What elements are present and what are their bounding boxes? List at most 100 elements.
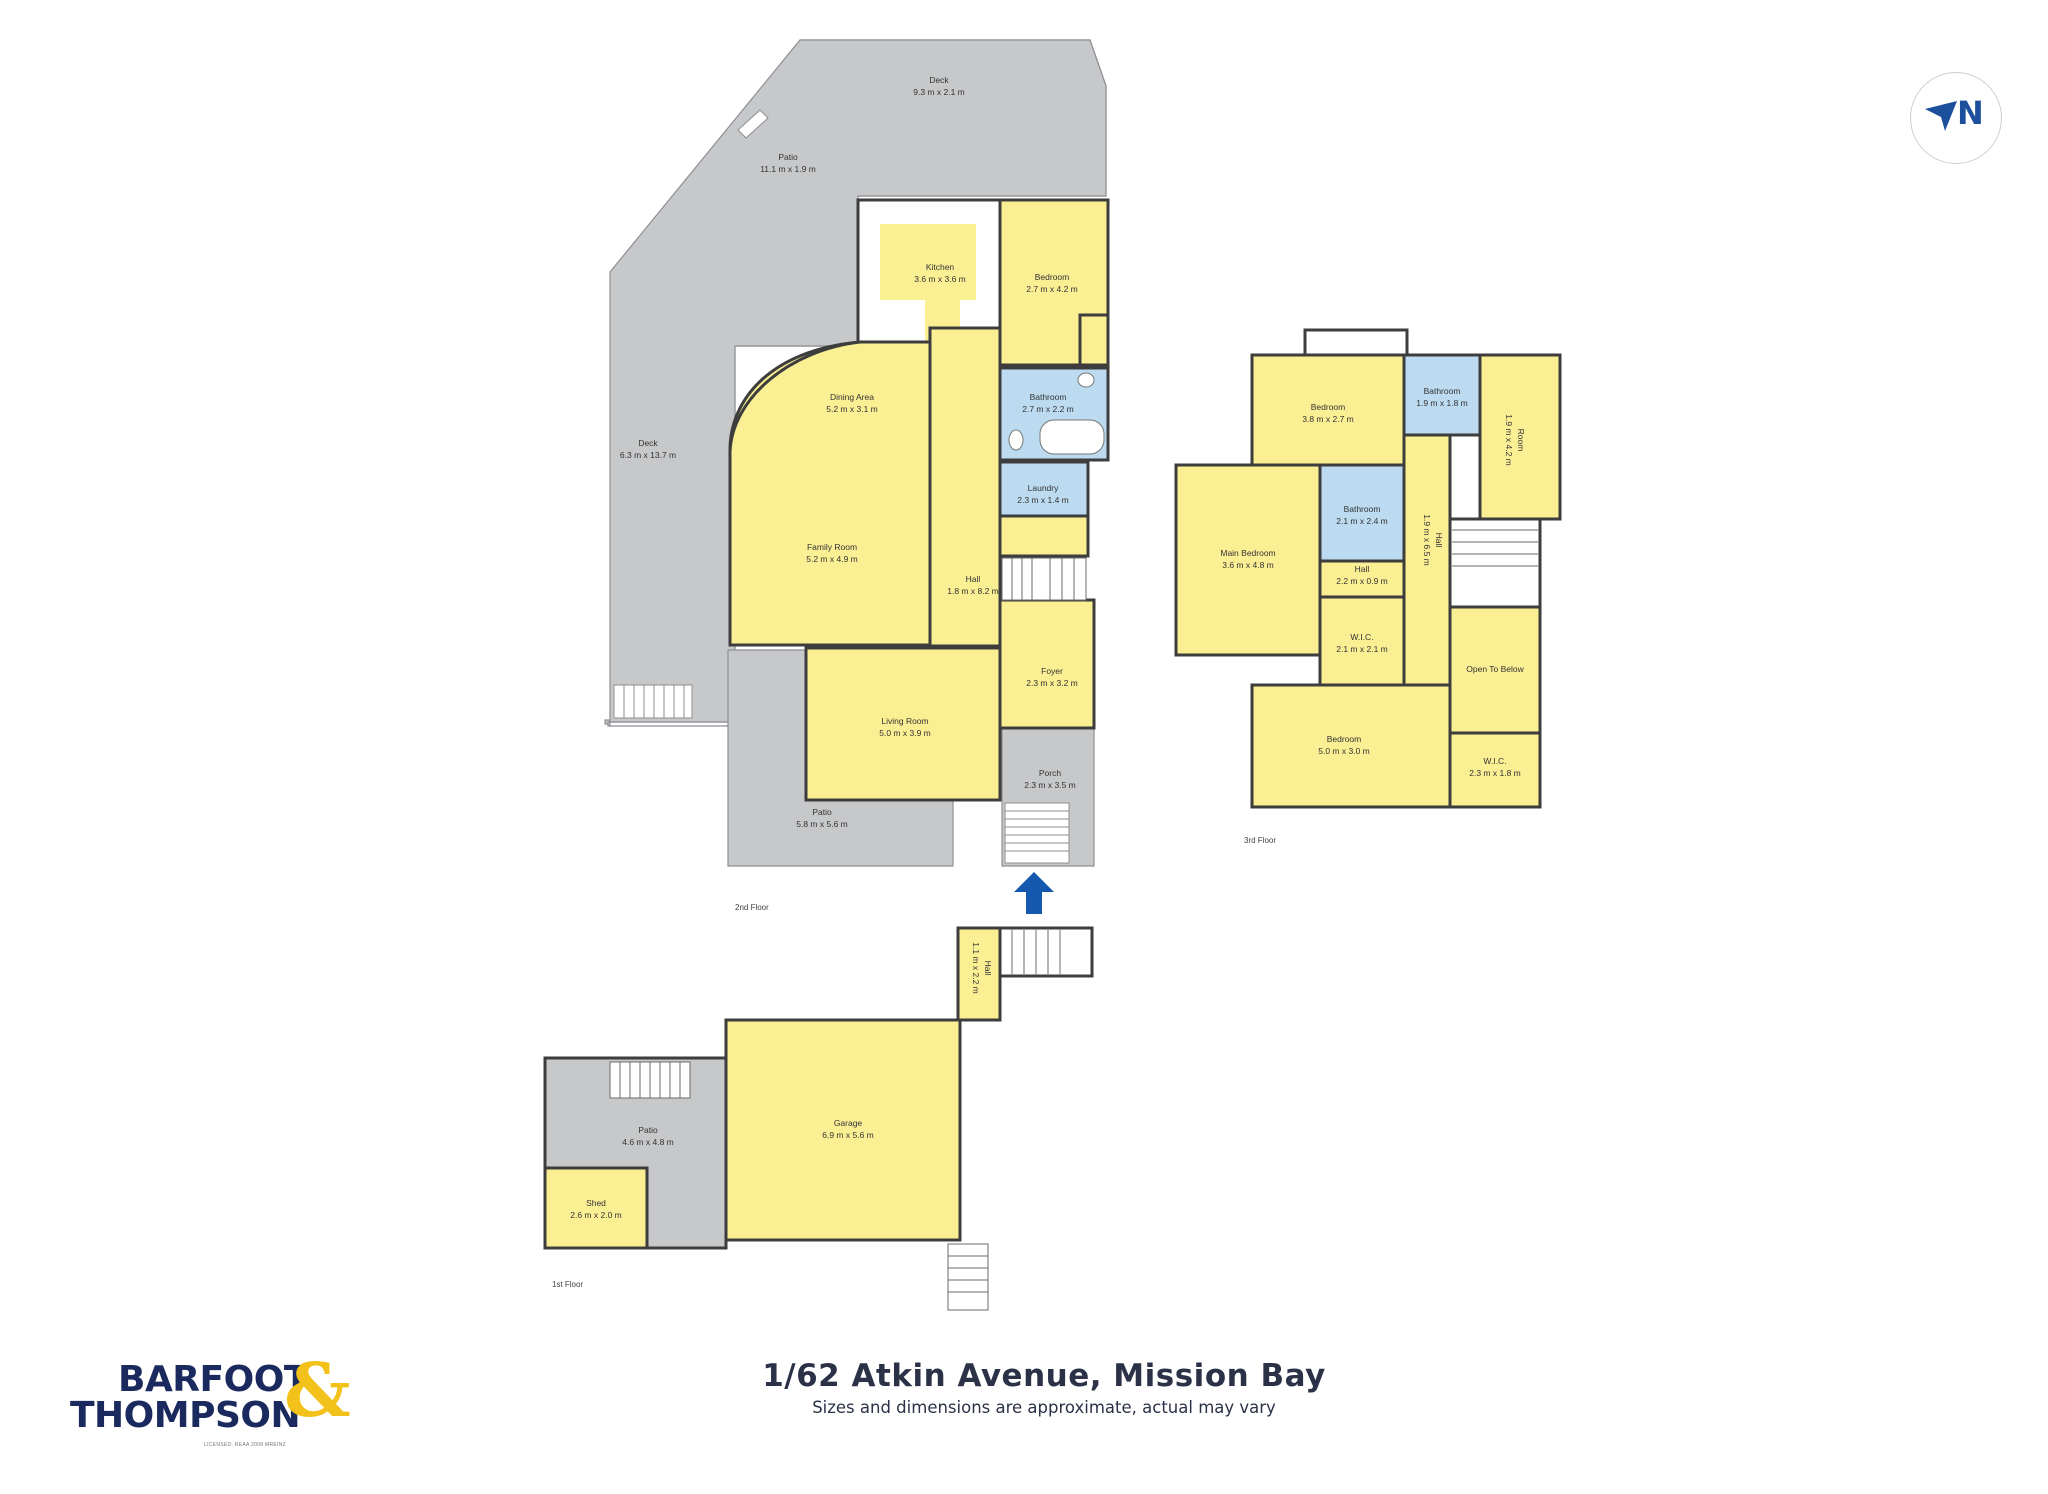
dining-size: 5.2 m x 3.1 m (826, 404, 878, 414)
stairs-1f-box (998, 926, 1094, 978)
family-name: Family Room (807, 542, 857, 552)
bedroom-closet (1078, 313, 1110, 367)
bathroom-3f-b-size: 2.1 m x 2.4 m (1336, 516, 1388, 526)
logo-ampersand: & (284, 1348, 351, 1434)
bedroom-3f-a-name: Bedroom (1311, 402, 1346, 412)
deck-left-name: Deck (638, 438, 658, 448)
patio-top-size: 11.1 m x 1.9 m (760, 164, 816, 174)
stair-well (1448, 517, 1542, 609)
second-floor-labels: Deck 9.3 m x 2.1 m Patio 11.1 m x 1.9 m … (620, 75, 1078, 829)
garage-size: 6.9 m x 5.6 m (822, 1130, 874, 1140)
bedroom-3f-a-room (1250, 353, 1406, 467)
wic-a-name: W.I.C. (1350, 632, 1373, 642)
logo-license: LICENSED, REAA 2008 MREINZ (204, 1442, 286, 1448)
garage-room (724, 1018, 962, 1242)
open-below-name: Open To Below (1466, 664, 1524, 674)
first-floor-stairs (947, 930, 1061, 1311)
bathroom-2f-name: Bathroom (1030, 392, 1067, 402)
bathroom-2f-size: 2.7 m x 2.2 m (1022, 404, 1074, 414)
wic-b-room (1448, 731, 1542, 809)
compass: N (1910, 72, 2002, 164)
shed-name: Shed (586, 1198, 606, 1208)
laundry-name: Laundry (1028, 483, 1059, 493)
kitchen-name: Kitchen (926, 262, 955, 272)
north-arrow-icon (1925, 101, 1957, 131)
third-floor-plan: Bedroom 3.8 m x 2.7 m Bathroom 1.9 m x 1… (1174, 328, 1562, 845)
first-floor-rooms (543, 926, 1094, 1250)
bathroom-fixtures (1008, 372, 1105, 455)
hall-2f-name: Hall (966, 574, 981, 584)
hall-room (928, 326, 1002, 648)
hall-1f-size: 1.1 m x 2.2 m (971, 942, 981, 994)
porch-stairs (1004, 802, 1070, 864)
deck-left-size: 6.3 m x 13.7 m (620, 450, 676, 460)
hall-3f-v-name: Hall (1434, 533, 1444, 548)
bathroom-3f-b-room (1318, 463, 1406, 563)
wic-b-size: 2.3 m x 1.8 m (1469, 768, 1521, 778)
patio-1f-size: 4.6 m x 4.8 m (622, 1137, 674, 1147)
patio-bottom-size: 5.8 m x 5.6 m (796, 819, 848, 829)
bedroom-3f-b-room (1250, 683, 1452, 809)
bedroom-3f-b-size: 5.0 m x 3.0 m (1318, 746, 1370, 756)
foyer-name: Foyer (1041, 666, 1063, 676)
second-floor-label: 2nd Floor (735, 903, 769, 912)
first-floor-label: 1st Floor (552, 1280, 583, 1289)
patio-top-name: Patio (778, 152, 798, 162)
third-floor-label: 3rd Floor (1244, 836, 1276, 845)
deck-top-size: 9.3 m x 2.1 m (913, 87, 965, 97)
porch-size: 2.3 m x 3.5 m (1024, 780, 1076, 790)
patio-1f-name: Patio (638, 1125, 658, 1135)
compass-letter: N (1957, 94, 1984, 132)
hall-1f-room (956, 926, 1002, 1022)
entry-arrow-icon (1014, 872, 1054, 914)
foyer-size: 2.3 m x 3.2 m (1026, 678, 1078, 688)
main-bedroom-size: 3.6 m x 4.8 m (1222, 560, 1274, 570)
main-bedroom-name: Main Bedroom (1220, 548, 1275, 558)
hall-2f-size: 1.8 m x 8.2 m (947, 586, 999, 596)
main-bedroom-room (1174, 463, 1322, 657)
bathroom-3f-a-name: Bathroom (1424, 386, 1461, 396)
property-address: 1/62 Atkin Avenue, Mission Bay (762, 1358, 1326, 1394)
logo-line-2: THOMPSON (70, 1395, 301, 1436)
bathroom-3f-b-name: Bathroom (1344, 504, 1381, 514)
deck-stairs (613, 684, 693, 719)
deck-steps-top (737, 109, 769, 139)
hall-3f-s-name: Hall (1355, 564, 1370, 574)
patio-bottom-name: Patio (812, 807, 832, 817)
foyer-room (998, 598, 1096, 730)
third-floor-labels: Bedroom 3.8 m x 2.7 m Bathroom 1.9 m x 1… (1220, 386, 1526, 778)
interior-stairs (1001, 557, 1087, 601)
patio-1f-stairs (609, 1061, 691, 1099)
open-to-below-room (1448, 605, 1542, 735)
bathroom-3f-a-size: 1.9 m x 1.8 m (1416, 398, 1468, 408)
dining-curve (728, 340, 960, 647)
bedroom-2f-size: 2.7 m x 4.2 m (1026, 284, 1078, 294)
living-room (804, 646, 1002, 802)
hall-3f-v-size: 1.9 m x 6.5 m (1422, 514, 1432, 566)
kitchen-size: 3.6 m x 3.6 m (914, 274, 966, 284)
bedroom-3f-b-name: Bedroom (1327, 734, 1362, 744)
brand-logo: BARFOOT THOMPSON & LICENSED, REAA 2008 M… (70, 1354, 370, 1450)
dining-name: Dining Area (830, 392, 874, 402)
porch-name: Porch (1039, 768, 1061, 778)
bedroom-3f-a-size: 3.8 m x 2.7 m (1302, 414, 1354, 424)
living-name: Living Room (881, 716, 928, 726)
wic-a-size: 2.1 m x 2.1 m (1336, 644, 1388, 654)
hall-1f-name: Hall (983, 961, 993, 976)
disclaimer: Sizes and dimensions are approximate, ac… (812, 1398, 1276, 1417)
third-floor-rooms (1174, 328, 1562, 809)
deck-top-name: Deck (929, 75, 949, 85)
shed-room (543, 1166, 649, 1250)
living-size: 5.0 m x 3.9 m (879, 728, 931, 738)
store-room (998, 514, 1090, 558)
laundry-size: 2.3 m x 1.4 m (1017, 495, 1069, 505)
wic-b-name: W.I.C. (1483, 756, 1506, 766)
first-floor-plan: Hall 1.1 m x 2.2 m Garage 6.9 m x 5.6 m … (543, 926, 1094, 1311)
family-size: 5.2 m x 4.9 m (806, 554, 858, 564)
second-floor-plan: Deck 9.3 m x 2.1 m Patio 11.1 m x 1.9 m … (604, 39, 1110, 914)
room-3f-room (1478, 353, 1562, 521)
logo-line-1: BARFOOT (118, 1359, 308, 1400)
third-floor-stairs (1452, 529, 1538, 567)
hall-3f-s-size: 2.2 m x 0.9 m (1336, 576, 1388, 586)
